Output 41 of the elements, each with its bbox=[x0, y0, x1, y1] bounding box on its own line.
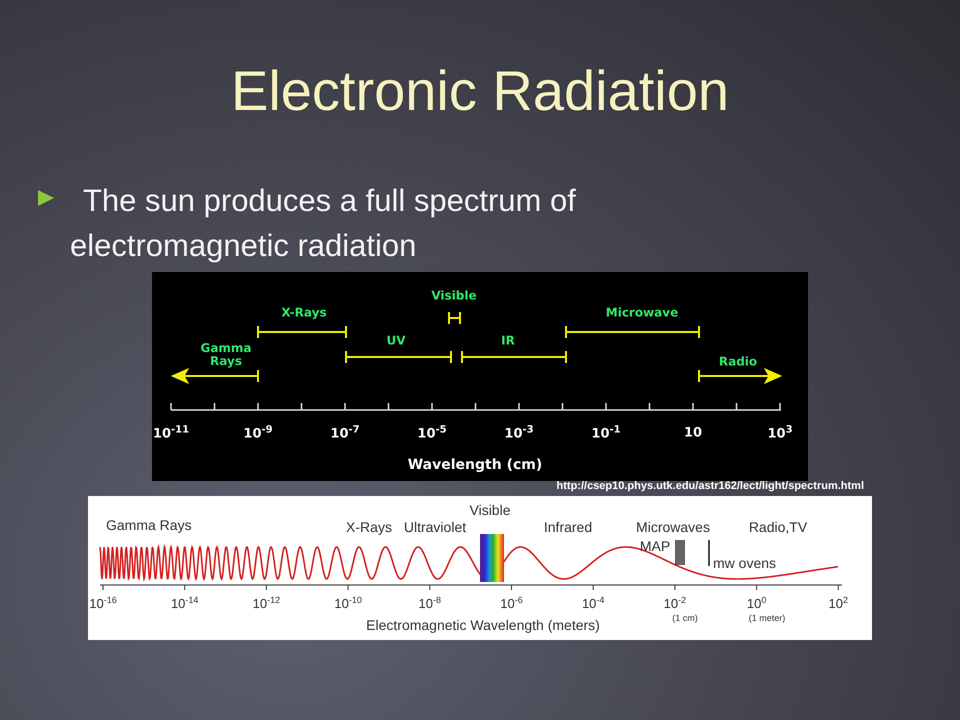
tick-label: 10$^{-14}$ bbox=[170, 594, 198, 612]
tick-label: 10$^{-4}$ bbox=[582, 594, 604, 612]
tick-label: 10$^{-12}$ bbox=[252, 594, 280, 612]
tick-label: 10$^{2}$ bbox=[828, 594, 848, 612]
band-label: Ultraviolet bbox=[404, 519, 466, 535]
band-label: Radio bbox=[718, 356, 758, 368]
slide-title: Electronic Radiation bbox=[230, 58, 730, 123]
axis-title: Electromagnetic Wavelength (meters) bbox=[366, 617, 600, 633]
tick-label: 10$^{-7}$ bbox=[330, 424, 360, 442]
band-label: IR bbox=[501, 334, 515, 348]
tick-label: 10$^{-6}$ bbox=[500, 594, 523, 612]
tick-label: 10$^{-2}$ bbox=[664, 594, 686, 612]
band-label: Visible bbox=[431, 290, 477, 302]
band-label: Microwave bbox=[606, 306, 678, 320]
tick-label: 10$^{-10}$ bbox=[334, 594, 362, 612]
tick-label: 10$^{3}$ bbox=[767, 424, 793, 442]
tick-label: 10$^{0}$ bbox=[746, 594, 766, 612]
tick-label: 10 bbox=[684, 426, 702, 440]
band-label: Radio,TV bbox=[748, 519, 808, 535]
band-label: Microwaves bbox=[636, 519, 710, 535]
tick-note: (1 cm) bbox=[672, 613, 698, 623]
tick-label: 10$^{-1}$ bbox=[591, 424, 621, 442]
band-label: Gamma Rays bbox=[199, 342, 253, 368]
band-label: UV bbox=[386, 334, 406, 348]
band-label: Visible bbox=[470, 502, 510, 518]
band-label: X-Rays bbox=[281, 306, 327, 320]
band-label: X-Rays bbox=[346, 519, 392, 535]
band-label: Infrared bbox=[544, 519, 592, 535]
tick-label: 10$^{-9}$ bbox=[243, 424, 273, 442]
band-label: Gamma Rays bbox=[106, 517, 192, 533]
tick-label: 10$^{-3}$ bbox=[504, 424, 534, 442]
tick-label: 10$^{-11}$ bbox=[152, 424, 190, 442]
annotation-label: MAP bbox=[640, 538, 670, 554]
source-url: http://csep10.phys.utk.edu/astr162/lect/light/spectrum.html bbox=[556, 480, 864, 492]
axis-title: Wavelength (cm) bbox=[408, 457, 542, 473]
bullet-text: The sun produces a full spectrum of electromagnetic radiation bbox=[70, 182, 577, 265]
tick-label: 10$^{-16}$ bbox=[89, 594, 117, 612]
tick-label: 10$^{-5}$ bbox=[417, 424, 447, 442]
tick-note: (1 meter) bbox=[748, 613, 786, 623]
tick-label: 10$^{-8}$ bbox=[418, 594, 442, 612]
annotation-label: mw ovens bbox=[713, 555, 776, 571]
